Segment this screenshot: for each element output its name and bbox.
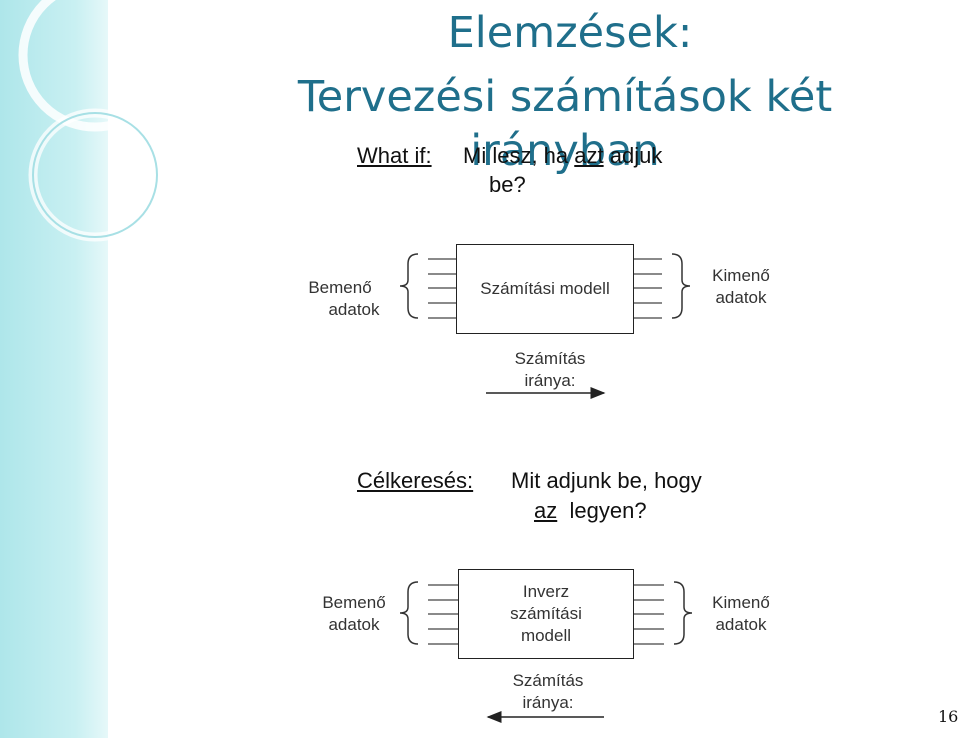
diagram2-input-line1: Bemenő [312, 592, 396, 614]
diagram1-direction-line1: Számítás [500, 348, 600, 370]
diagram2-model-line3: modell [510, 625, 582, 647]
diagram2-model-line1: Inverz [510, 581, 582, 603]
diagram2-output-label: Kimenő adatok [698, 592, 784, 636]
diagram2-direction-line1: Számítás [498, 670, 598, 692]
diagram1-input-brace [400, 254, 418, 318]
diagram1-direction-line2: iránya: [500, 370, 600, 392]
diagram1-input-label: Bemenő adatok [298, 277, 382, 321]
diagram2-output-brace [674, 582, 692, 644]
diagram2-output-lines [634, 585, 664, 644]
diagram1-input-line1: Bemenő [298, 277, 382, 299]
diagram1-output-line1: Kimenő [698, 265, 784, 287]
goalseek-question: Mit adjunk be, hogy [511, 467, 702, 495]
diagram2-output-line1: Kimenő [698, 592, 784, 614]
diagram2-input-brace [400, 582, 418, 644]
diagram2-input-label: Bemenő adatok [312, 592, 396, 636]
diagram2-input-line2: adatok [312, 614, 396, 636]
diagram2-model-box: Inverz számítási modell [458, 569, 634, 659]
diagram1-model-box: Számítási modell [456, 244, 634, 334]
diagram1-direction-label: Számítás iránya: [500, 348, 600, 392]
diagram2-input-lines [428, 585, 458, 644]
diagram1-output-label: Kimenő adatok [698, 265, 784, 309]
goalseek-label-text: Célkeresés: [357, 468, 473, 493]
diagram1-output-line2: adatok [698, 287, 784, 309]
diagram1-output-lines [634, 259, 662, 318]
diagram2-direction-label: Számítás iránya: [498, 670, 598, 714]
goalseek-label: Célkeresés: [357, 467, 473, 495]
goalseek-question-line2: az legyen? [534, 497, 647, 525]
diagram2-output-line2: adatok [698, 614, 784, 636]
diagram1-output-brace [672, 254, 690, 318]
diagram2-model-line2: számítási [510, 603, 582, 625]
diagram1-input-line2: adatok [298, 299, 382, 321]
goalseek-emphasis: az [534, 498, 557, 523]
page-number: 16 [938, 707, 958, 726]
goalseek-line2-rest: legyen? [569, 498, 646, 523]
diagram2-direction-line2: iránya: [498, 692, 598, 714]
diagram1-input-lines [428, 259, 456, 318]
diagram1-model-label: Számítási modell [480, 278, 609, 300]
